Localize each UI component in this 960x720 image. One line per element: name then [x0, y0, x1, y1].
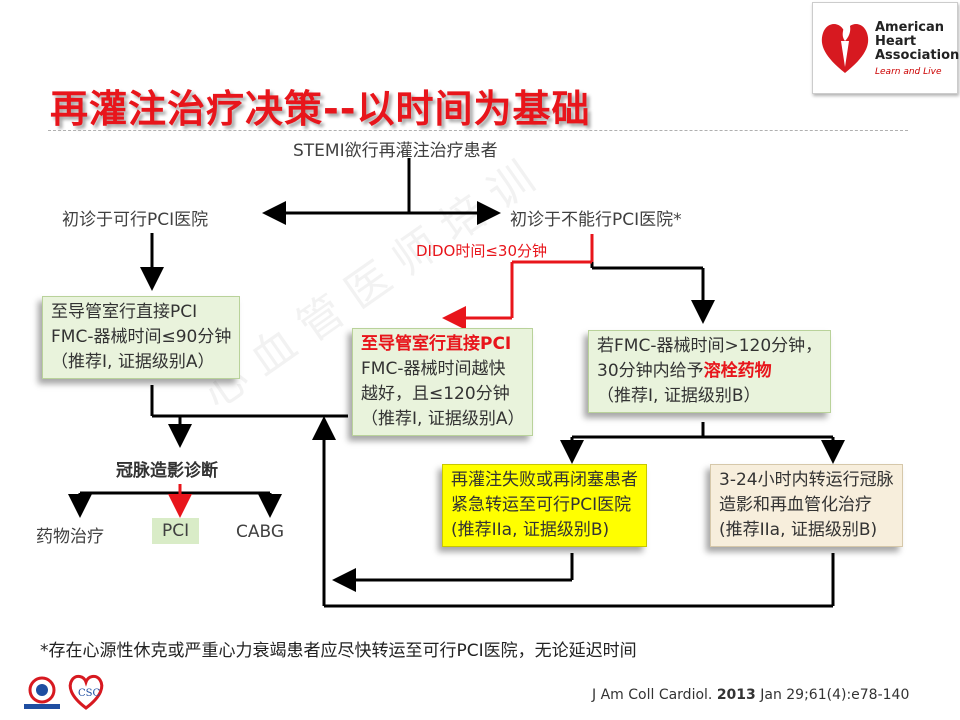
conference-logo-icon — [24, 676, 60, 709]
heart-torch-logo-icon — [821, 17, 869, 73]
citation-post: Jan 29;61(4):e78-140 — [755, 687, 910, 703]
box-right-line3: （推荐I, 证据级别B） — [597, 386, 761, 406]
citation-pre: J Am Coll Cardiol. — [592, 687, 717, 703]
outcome-drug: 药物治疗 — [36, 527, 104, 547]
box-routine-transfer: 3-24小时内转运行冠脉 造影和再血管化治疗 (推荐IIa, 证据级别B) — [710, 464, 903, 547]
aha-logo: American Heart Association® Learn and Li… — [812, 2, 960, 94]
left-branch-label: 初诊于可行PCI医院 — [62, 210, 209, 230]
box-beige-line1: 3-24小时内转运行冠脉 — [719, 470, 894, 490]
box-yellow-line2: 紧急转运至可行PCI医院 — [451, 495, 632, 515]
svg-text:CSC: CSC — [78, 688, 101, 699]
box-right-line1: 若FMC-器械时间>120分钟， — [597, 336, 823, 356]
box-right-drug: 溶栓药物 — [703, 361, 772, 381]
box-primary-pci-transfer: 至导管室行直接PCI FMC-器械时间越快 越好，且≤120分钟 （推荐I, 证… — [352, 328, 534, 436]
box-right-line2-pre: 30分钟内给予 — [597, 361, 704, 381]
logo-tagline: Learn and Live — [875, 67, 942, 77]
box-mid-line2: FMC-器械时间越快 — [361, 359, 506, 379]
outcome-pci: PCI — [152, 518, 200, 544]
citation: J Am Coll Cardiol. 2013 Jan 29;61(4):e78… — [592, 687, 909, 703]
citation-year: 2013 — [716, 687, 756, 703]
box-rescue-transfer: 再灌注失败或再闭塞患者 紧急转运至可行PCI医院 (推荐IIa, 证据级别B) — [442, 464, 647, 547]
box-mid-line1: 至导管室行直接PCI — [361, 334, 512, 354]
page-title: 再灌注治疗决策--以时间为基础 — [50, 87, 591, 131]
box-beige-line2: 造影和再血管化治疗 — [719, 495, 872, 515]
footnote: *存在心源性休克或严重心力衰竭患者应尽快转运至可行PCI医院，无论延迟时间 — [40, 641, 637, 661]
logo-line3: Association® — [875, 48, 960, 63]
csc-heart-logo-icon: CSC — [68, 674, 104, 710]
box-mid-line3: 越好，且≤120分钟 — [361, 384, 510, 404]
box-right-line2: 30分钟内给予溶栓药物 — [597, 359, 822, 384]
right-branch-label: 初诊于不能行PCI医院* — [510, 210, 682, 230]
box-left-line3: （推荐I, 证据级别A） — [51, 352, 215, 372]
box-left-line1: 至导管室行直接PCI — [51, 302, 198, 322]
box-fibrinolysis: 若FMC-器械时间>120分钟， 30分钟内给予溶栓药物 （推荐I, 证据级别B… — [588, 330, 832, 413]
dido-label: DIDO时间≤30分钟 — [416, 242, 547, 260]
box-yellow-line1: 再灌注失败或再闭塞患者 — [451, 470, 638, 490]
outcome-cabg: CABG — [236, 522, 285, 542]
title-divider — [48, 130, 908, 131]
box-primary-pci-left: 至导管室行直接PCI FMC-器械时间≤90分钟 （推荐I, 证据级别A） — [42, 296, 241, 379]
box-yellow-line3: (推荐IIa, 证据级别B) — [451, 520, 610, 540]
box-left-line2: FMC-器械时间≤90分钟 — [51, 327, 232, 347]
angio-label: 冠脉造影诊断 — [116, 461, 218, 481]
logo-line1: American — [875, 20, 945, 35]
box-mid-line4: （推荐I, 证据级别A） — [361, 409, 525, 429]
flow-start: STEMI欲行再灌注治疗患者 — [293, 141, 498, 161]
box-beige-line3: (推荐IIa, 证据级别B) — [719, 520, 878, 540]
logo-line2: Heart — [875, 34, 917, 49]
